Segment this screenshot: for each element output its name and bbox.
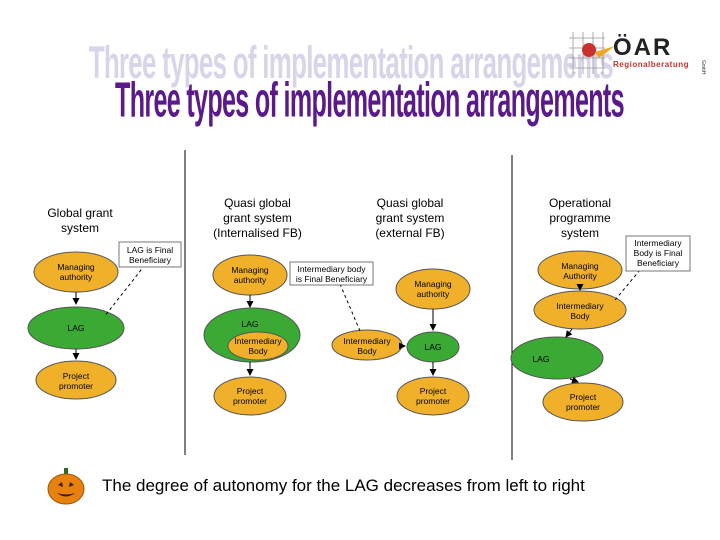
promoter-1 <box>35 360 117 400</box>
title-shadow: Three types of implementation arrangemen… <box>88 36 614 88</box>
note-link-1 <box>103 264 146 318</box>
note-link-3 <box>339 283 361 332</box>
footer-caption: The degree of autonomy for the LAG decre… <box>102 476 585 495</box>
lag-1-label: LAG <box>67 323 85 333</box>
lag-2-label: LAG <box>241 319 259 329</box>
promoter-4 <box>542 382 624 422</box>
logo: ÖAR Regionalberatung GmbH <box>565 30 715 80</box>
logo-mark-icon <box>569 32 615 74</box>
logo-suffix: GmbH <box>700 60 706 75</box>
intermediary-4 <box>533 290 627 330</box>
lag-4 <box>510 336 604 380</box>
promoter-2 <box>213 376 287 416</box>
intermediary-2 <box>227 331 289 361</box>
arrow-4c <box>569 376 579 384</box>
ib-note-box-3 <box>289 261 374 286</box>
ib-note-box-4 <box>625 235 691 272</box>
promoter-3 <box>396 376 470 416</box>
note-link-4 <box>614 269 641 301</box>
pumpkin-icon <box>47 468 85 505</box>
lag-4-label: LAG <box>532 354 550 364</box>
logo-brand: ÖAR <box>613 34 673 61</box>
page-title: Three types of implementation arrangemen… <box>115 73 625 129</box>
lag-note-box <box>118 241 182 268</box>
logo-tagline: Regionalberatung <box>613 60 690 69</box>
arrow-4b <box>565 328 573 338</box>
lag-3-label: LAG <box>424 342 442 352</box>
